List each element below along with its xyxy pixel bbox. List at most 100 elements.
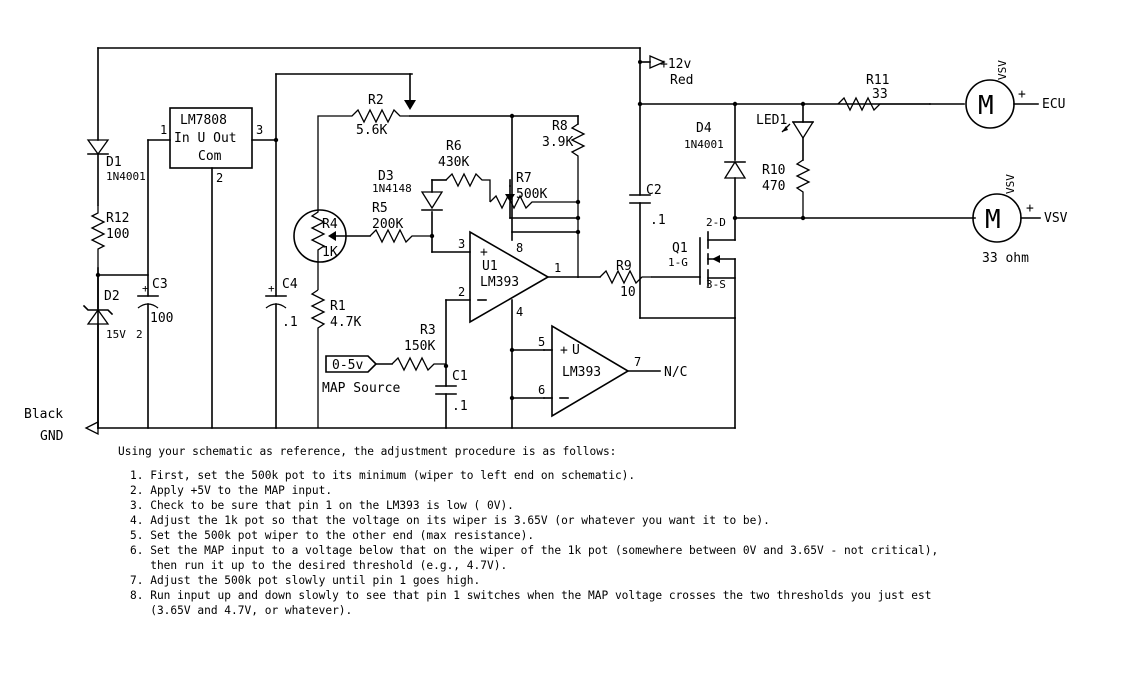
motor2-ohm: 33 ohm [982, 251, 1029, 266]
vsv-motor [972, 193, 1041, 243]
motor1-vsv: VSV [996, 60, 1009, 80]
d3-diode [420, 179, 447, 211]
d4-ref: D4 [696, 121, 712, 136]
q1-drain: 2-D [706, 216, 726, 229]
top-rail [97, 47, 666, 196]
map-source-label: MAP Source [322, 381, 400, 396]
r1-ref: R1 [330, 299, 346, 314]
r1-resistor [310, 289, 326, 428]
r9-value: 10 [620, 285, 636, 300]
u1-plus: + [480, 245, 488, 260]
c1-capacitor [435, 365, 457, 429]
r2-value: 5.6K [356, 123, 387, 138]
r9-resistor [599, 237, 701, 285]
r10-resistor [795, 159, 811, 221]
d4-value: 1N4001 [684, 138, 724, 151]
c2-ref: C2 [646, 183, 662, 198]
r11-value: 33 [872, 87, 888, 102]
led1-ref: LED1 [756, 113, 787, 128]
c3-capacitor [137, 139, 159, 429]
r5-ref: R5 [372, 201, 388, 216]
d1-diode [86, 139, 110, 206]
d3-ref: D3 [378, 169, 394, 184]
procedure-step: 3. Check to be sure that pin 1 on the LM… [130, 499, 514, 512]
u2-comparator [543, 324, 661, 418]
r9-ref: R9 [616, 259, 632, 274]
u1-pin1: 1 [554, 261, 561, 275]
procedure-intro: Using your schematic as reference, the a… [118, 445, 617, 458]
ecu-label: ECU [1042, 97, 1065, 112]
procedure-step: 1. First, set the 500k pot to its minimu… [130, 469, 636, 482]
u1-pin4: 4 [516, 305, 523, 319]
lm7808-pin1: 1 [160, 123, 167, 137]
r11-resistor [837, 96, 965, 112]
u2-plus: + [560, 343, 568, 358]
q1-gate: 1-G [668, 256, 688, 269]
d2-pin-label: 2 [136, 328, 143, 341]
r6-ref: R6 [446, 139, 462, 154]
adjustment-procedure: Using your schematic as reference, the a… [118, 444, 1118, 618]
r6-value: 430K [438, 155, 469, 170]
r12-value: 100 [106, 227, 129, 242]
lm7808-regulator [147, 107, 277, 429]
r12-ref: R12 [106, 211, 129, 226]
r8-value: 3.9K [542, 135, 573, 150]
lm7808-pins: In U Out [174, 131, 237, 146]
u2-ref: U [572, 343, 580, 358]
motor1-symbol: M [978, 91, 994, 121]
red-label: Red [670, 73, 693, 88]
c4-plus: + [268, 282, 275, 295]
r2-resistor [317, 73, 579, 190]
motor2-plus: + [1026, 201, 1034, 216]
r4-potentiometer [293, 190, 371, 290]
u2-value: LM393 [562, 365, 601, 380]
r3-resistor [391, 356, 449, 372]
c1-value: .1 [452, 399, 468, 414]
d1-ref: D1 [106, 155, 122, 170]
motor1-plus: + [1018, 87, 1026, 102]
c4-ref: C4 [282, 277, 298, 292]
r8-resistor [509, 113, 586, 278]
u1-pin8: 8 [516, 241, 523, 255]
u2-pin6: 6 [538, 383, 545, 397]
procedure-step: 4. Adjust the 1k pot so that the voltage… [130, 514, 770, 527]
procedure-step: 7. Adjust the 500k pot slowly until pin … [130, 574, 481, 587]
lm7808-com: Com [198, 149, 222, 164]
eight-volt-rail [265, 73, 413, 429]
r7-ref: R7 [516, 171, 532, 186]
procedure-step: 5. Set the 500k pot wiper to the other e… [130, 529, 535, 542]
motor2-vsv: VSV [1004, 174, 1017, 194]
r11-ref: R11 [866, 73, 889, 88]
c1-ref: C1 [452, 369, 468, 384]
q1-mosfet [707, 217, 976, 319]
r5-resistor [369, 211, 471, 253]
d4-diode [723, 101, 747, 221]
r4-ref: R4 [322, 217, 338, 232]
procedure-step: 6. Set the MAP input to a voltage below … [130, 544, 939, 572]
q1-source: 3-S [706, 278, 726, 291]
d3-value: 1N4148 [372, 182, 412, 195]
lm7808-name: LM7808 [180, 113, 227, 128]
c3-ref: C3 [152, 277, 168, 292]
q1-ref: Q1 [672, 241, 688, 256]
u1-comparator [445, 230, 601, 429]
u1-ref: U1 [482, 259, 498, 274]
gnd-label: GND [40, 429, 64, 444]
r10-ref: R10 [762, 163, 785, 178]
d2-zener [82, 274, 114, 429]
black-label: Black [24, 407, 63, 422]
u2-pin7: 7 [634, 355, 641, 369]
motor2-symbol: M [985, 205, 1001, 235]
vsv-label: VSV [1044, 211, 1068, 226]
c2-value: .1 [650, 213, 666, 228]
r2-ref: R2 [368, 93, 384, 108]
r6-resistor [445, 172, 491, 202]
c4-value: .1 [282, 315, 298, 330]
lm7808-pin2: 2 [216, 171, 223, 185]
c3-value: 100 [150, 311, 173, 326]
lm7808-pin3: 3 [256, 123, 263, 137]
r8-ref: R8 [552, 119, 568, 134]
u1-value: LM393 [480, 275, 519, 290]
r4-value: 1K [322, 245, 338, 260]
